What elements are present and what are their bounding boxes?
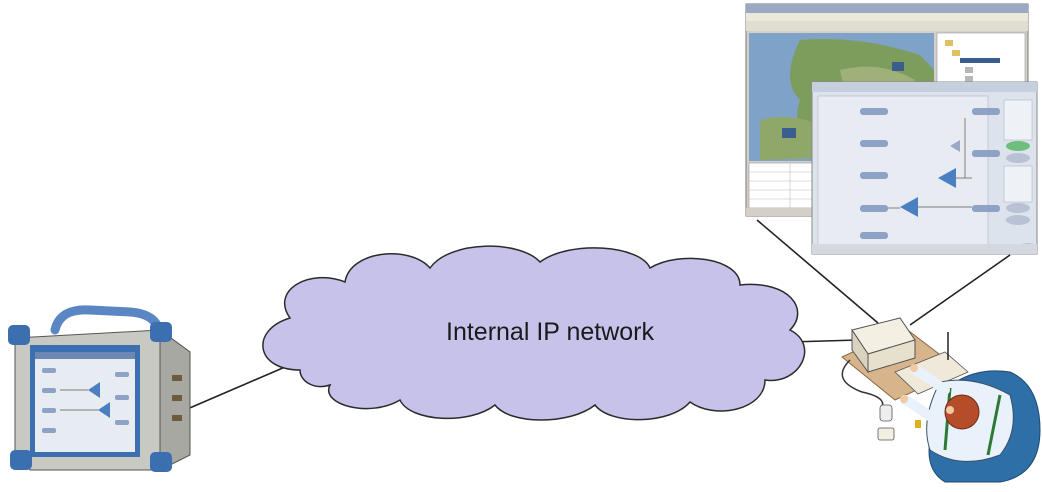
internal-ip-network-cloud (262, 245, 806, 421)
workstation-operator-icon (841, 317, 1041, 483)
callout-line-left (756, 219, 879, 324)
link-device-to-cloud (184, 366, 286, 411)
network-label: Internal IP network (446, 318, 654, 346)
callout-line-right (909, 254, 1011, 326)
portable-test-device-icon (8, 305, 191, 472)
test-control-panel (811, 81, 1038, 255)
